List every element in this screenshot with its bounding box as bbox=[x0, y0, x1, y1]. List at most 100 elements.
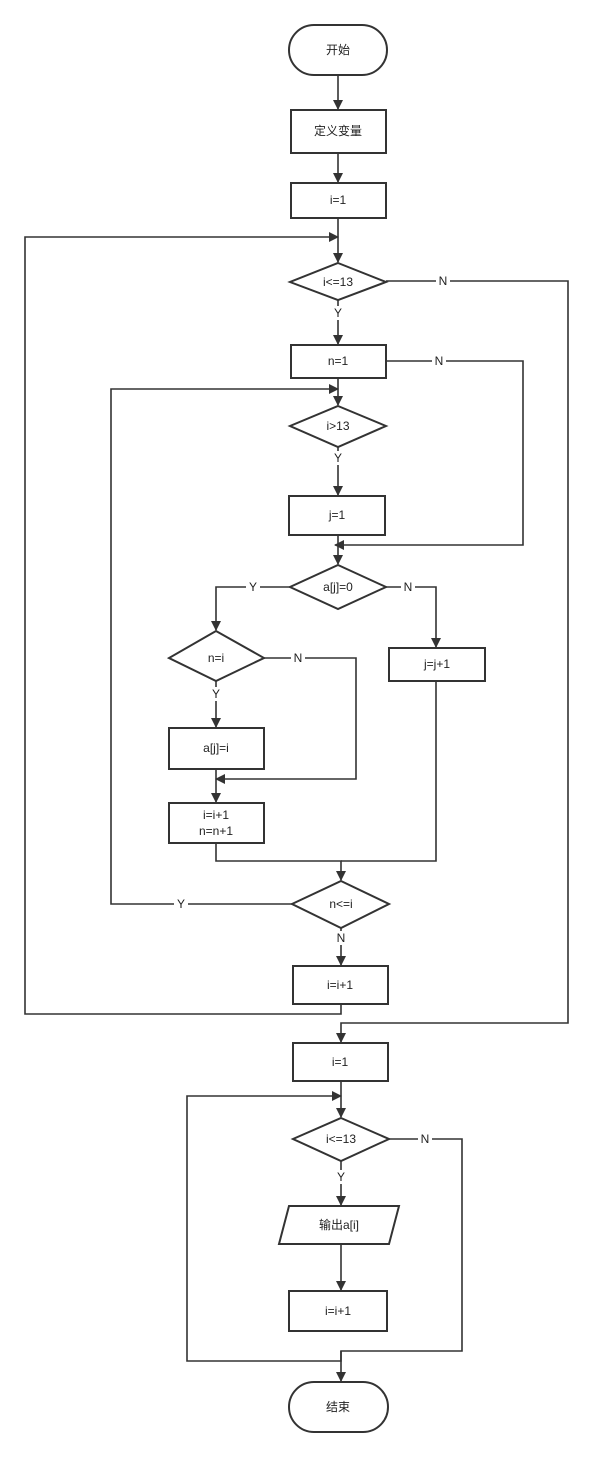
inc-i-output-process: i=i+1 bbox=[288, 1290, 388, 1332]
process-shape bbox=[288, 495, 386, 536]
edge-label-bg bbox=[174, 897, 188, 911]
inc-j-process: j=j+1 bbox=[388, 647, 486, 682]
edge-label-bg bbox=[246, 580, 260, 594]
nodes: 开始 定义变量 i=1 i<=13 n=1 i>13 bbox=[166, 24, 486, 1433]
edge-output-cond-no-to-end bbox=[336, 1138, 463, 1382]
cond-output-i-le-13-decision: i<=13 bbox=[290, 1116, 392, 1163]
process-label: i=1 bbox=[330, 193, 347, 207]
process-shape bbox=[168, 802, 265, 844]
process-label-line2: n=n+1 bbox=[199, 824, 233, 838]
edge-inc-j-to-cond-n-le-i bbox=[341, 681, 437, 862]
edge-label: Y bbox=[249, 580, 257, 594]
decision-label: n<=i bbox=[329, 897, 352, 911]
edge-label-outer-cond-no: N bbox=[436, 274, 450, 288]
terminal-shape bbox=[288, 1381, 389, 1433]
process-shape bbox=[292, 965, 389, 1005]
edge-label-cond-gt-yes: Y bbox=[331, 451, 345, 465]
edge-label: N bbox=[294, 651, 303, 665]
edge-label-n-eq-i-yes: Y bbox=[209, 687, 223, 701]
inc-i-n-process: i=i+1 n=n+1 bbox=[168, 802, 265, 844]
io-shape bbox=[277, 1205, 401, 1245]
process-label: j=j+1 bbox=[423, 657, 450, 671]
define-vars-process: 定义变量 bbox=[290, 109, 387, 154]
output-ai-io: 输出a[i] bbox=[277, 1205, 401, 1245]
edge-inner-loop-back bbox=[110, 384, 339, 905]
edge-label-bg bbox=[418, 1132, 432, 1146]
process-shape bbox=[168, 727, 265, 770]
edge-label: N bbox=[421, 1132, 430, 1146]
inc-i-outer-process: i=i+1 bbox=[292, 965, 389, 1005]
cond-i-le-13-decision: i<=13 bbox=[287, 261, 389, 302]
cond-aj-eq-0-decision: a[j]=0 bbox=[287, 563, 389, 611]
process-label: a[j]=i bbox=[203, 741, 229, 755]
edge-label: N bbox=[404, 580, 413, 594]
assign-aj-process: a[j]=i bbox=[168, 727, 265, 770]
process-shape bbox=[290, 344, 387, 379]
edge-label-bg bbox=[436, 274, 450, 288]
decision-label: n=i bbox=[208, 651, 224, 665]
end-terminal: 结束 bbox=[288, 1381, 389, 1433]
cond-n-le-i-decision: n<=i bbox=[289, 879, 392, 930]
decision-shape bbox=[290, 1116, 392, 1163]
init-n-process: n=1 bbox=[290, 344, 387, 379]
process-label: j=1 bbox=[328, 508, 346, 522]
edge-label-n-eq-i-no: N bbox=[291, 651, 305, 665]
io-label: 输出a[i] bbox=[319, 1217, 359, 1232]
process-label: i=i+1 bbox=[325, 1304, 351, 1318]
edge-label: Y bbox=[334, 451, 342, 465]
edge-init-n-no-to-merge bbox=[334, 360, 524, 550]
edge-label-cond-aj-yes: Y bbox=[246, 580, 260, 594]
decision-shape bbox=[166, 629, 267, 683]
edge-label-n-le-i-yes: Y bbox=[174, 897, 188, 911]
process-label-line1: i=i+1 bbox=[203, 808, 229, 822]
init-j-process: j=1 bbox=[288, 495, 386, 536]
edge-label: Y bbox=[337, 1170, 345, 1184]
edge-n-eq-i-no-to-merge bbox=[215, 657, 357, 784]
edge-label: Y bbox=[212, 687, 220, 701]
process-shape bbox=[292, 1042, 389, 1082]
edge-label-bg bbox=[334, 931, 348, 945]
process-shape bbox=[288, 1290, 388, 1332]
decision-label: i>13 bbox=[326, 419, 349, 433]
edge-label-outer-cond-yes: Y bbox=[331, 306, 345, 320]
edge-label: N bbox=[435, 354, 444, 368]
edge-label-bg bbox=[331, 306, 345, 320]
edge-label-bg bbox=[401, 580, 415, 594]
edge-label-bg bbox=[291, 651, 305, 665]
edge-label: N bbox=[439, 274, 448, 288]
edge-labels: N Y N Y Y N N Y bbox=[174, 274, 450, 1184]
cond-n-eq-i-decision: n=i bbox=[166, 629, 267, 683]
decision-label: i<=13 bbox=[323, 275, 353, 289]
edge-label-output-cond-no: N bbox=[418, 1132, 432, 1146]
edge-outer-loop-back bbox=[24, 232, 342, 1015]
edge-label-bg bbox=[432, 354, 446, 368]
edge-label-cond-aj-no: N bbox=[401, 580, 415, 594]
edge-inc-i-n-to-cond-n-le-i bbox=[215, 843, 346, 881]
edge-label-output-cond-yes: Y bbox=[334, 1170, 348, 1184]
start-terminal: 开始 bbox=[288, 24, 388, 76]
edge-cond-aj-no-to-inc-j bbox=[386, 586, 441, 648]
decision-shape bbox=[287, 404, 389, 449]
edge-label-bg bbox=[331, 451, 345, 465]
edge-cond-no-to-output bbox=[336, 280, 569, 1043]
process-shape bbox=[290, 182, 387, 219]
terminal-label: 结束 bbox=[326, 1400, 350, 1414]
terminal-label: 开始 bbox=[326, 43, 350, 57]
edge-label: Y bbox=[334, 306, 342, 320]
decision-shape bbox=[287, 261, 389, 302]
process-label: n=1 bbox=[328, 354, 349, 368]
edge-label: Y bbox=[177, 897, 185, 911]
edge-label-bg bbox=[209, 687, 223, 701]
decision-label: i<=13 bbox=[326, 1132, 356, 1146]
init-i-process: i=1 bbox=[290, 182, 387, 219]
process-shape bbox=[290, 109, 387, 154]
process-shape bbox=[388, 647, 486, 682]
decision-shape bbox=[287, 563, 389, 611]
edge-label-n-le-i-no: N bbox=[334, 931, 348, 945]
decision-shape bbox=[289, 879, 392, 930]
edge-cond-aj-yes-to-n-eq-i bbox=[211, 586, 290, 631]
process-label: 定义变量 bbox=[314, 123, 362, 138]
process-label: i=i+1 bbox=[327, 978, 353, 992]
process-label: i=1 bbox=[332, 1055, 349, 1069]
edges bbox=[24, 76, 569, 1382]
